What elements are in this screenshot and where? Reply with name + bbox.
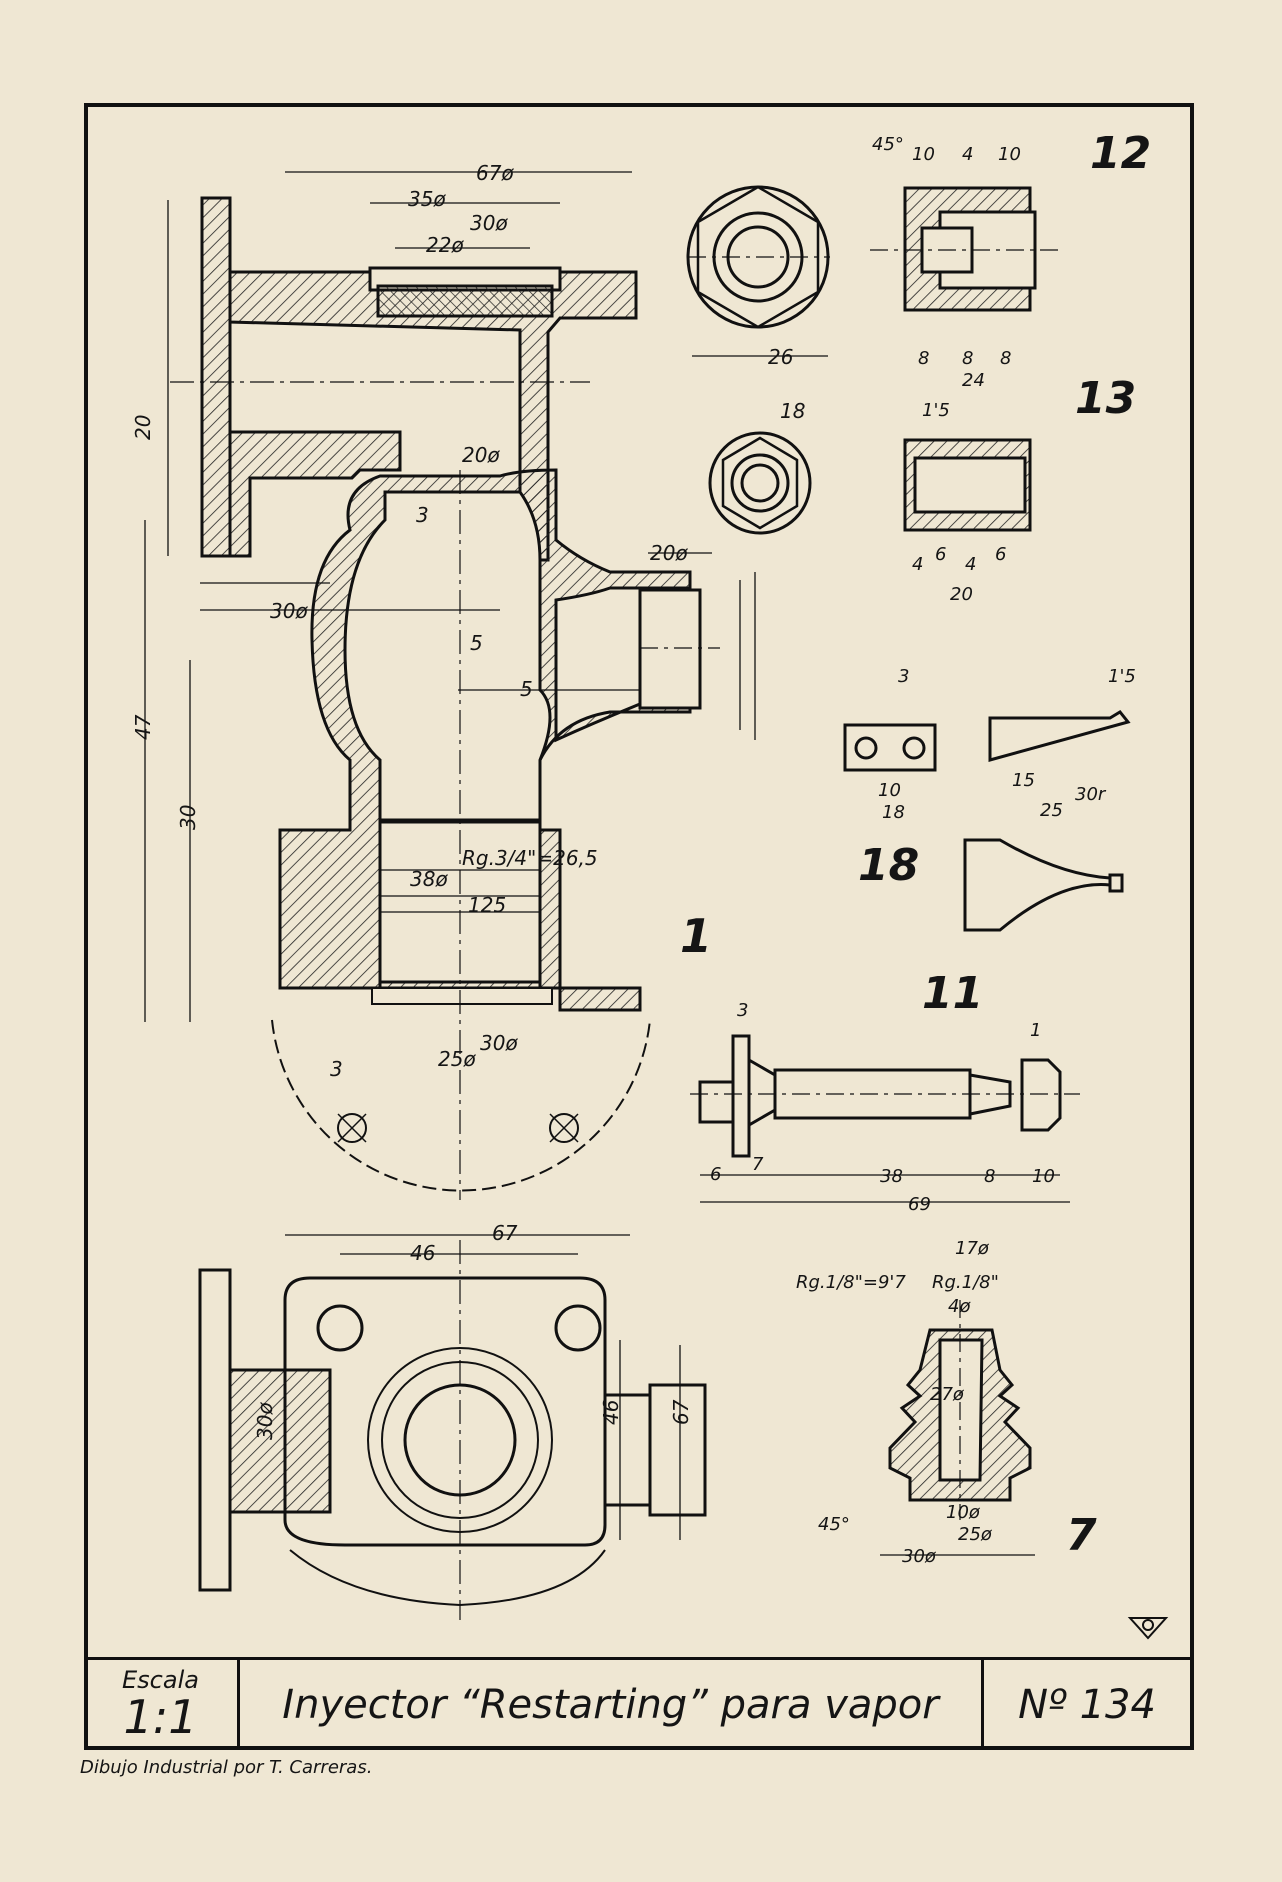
- dim-11-7: 7: [752, 1154, 764, 1175]
- dim-7-17: 17ø: [955, 1238, 990, 1259]
- dim-7-rg: Rg.1/8"=9'7: [796, 1272, 906, 1293]
- scale-cell: Escala 1:1: [84, 1660, 240, 1750]
- part-13-hex-view: [708, 431, 812, 535]
- part-label-7: 7: [1066, 1510, 1097, 1561]
- dim-30-inner: 3: [416, 503, 429, 527]
- title-block: Escala 1:1 Inyector “Restarting” para va…: [84, 1657, 1194, 1750]
- dim-11-8: 8: [984, 1166, 995, 1187]
- part-label-11: 11: [922, 968, 983, 1019]
- dim-20-inner: 20ø: [462, 443, 500, 467]
- part-11-spindle: [690, 1034, 1080, 1158]
- dim-13-4b: 4: [965, 554, 976, 575]
- number-cell: Nº 134: [984, 1660, 1190, 1750]
- dim-12: 20ø: [650, 541, 688, 565]
- dim-35: 35ø: [408, 187, 446, 211]
- dim-12-8a: 8: [918, 348, 929, 369]
- part-18-dims: 3 10 18 1'5 15 25 30r: [878, 666, 1136, 823]
- dim-30-lower: 38ø: [410, 867, 448, 891]
- part-label-12: 12: [1090, 128, 1151, 179]
- dim-47: 5: [520, 677, 533, 701]
- dim-50ext: 5: [470, 631, 483, 655]
- part-label-18: 18: [858, 840, 919, 891]
- dim-top-46: 46: [410, 1241, 435, 1265]
- dim-11-1: 1: [1030, 1020, 1041, 1041]
- dim-18-15a: 1'5: [1108, 666, 1136, 687]
- dim-13-15: 1'5: [922, 400, 950, 421]
- part-12-section: [870, 186, 1060, 312]
- dim-13-6b: 6: [995, 544, 1006, 565]
- scale-value: 1:1: [123, 1690, 198, 1744]
- part-13-dims: 1'5 4 6 4 6 20: [912, 400, 1006, 605]
- scale-label: Escala: [122, 1666, 199, 1694]
- dim-18-18: 18: [882, 802, 905, 823]
- dim-70-lower: 30: [176, 805, 200, 830]
- dim-125: 47: [131, 714, 155, 740]
- part-18-views: [843, 710, 1131, 932]
- dim-12-26: 26: [768, 345, 793, 369]
- drawing-title: Inyector “Restarting” para vapor: [282, 1682, 939, 1728]
- publisher-stamp-icon: [1127, 1617, 1169, 1640]
- body-front-dimension-lines: [144, 171, 756, 1022]
- dim-7-30: 30ø: [902, 1546, 937, 1567]
- dim-13-20: 20: [950, 584, 973, 605]
- dim-18-25: 25: [1040, 800, 1063, 821]
- dim-70: 20: [131, 415, 155, 440]
- part-7-dims: Rg.1/8"=9'7 17ø Rg.1/8" 4ø 27ø 45° 10ø 2…: [796, 1238, 999, 1567]
- dim-30: 30ø: [470, 211, 508, 235]
- dim-top-46-v: 46: [599, 1400, 623, 1425]
- dim-13-6a: 6: [935, 544, 946, 565]
- dim-13-18: 18: [780, 399, 805, 423]
- dim-13-4a: 4: [912, 554, 923, 575]
- part-7-seat: [880, 1300, 1035, 1556]
- dim-7-10: 10ø: [946, 1502, 981, 1523]
- dim-top-30: 30ø: [253, 1402, 277, 1440]
- dim-7-rg2: Rg.1/8": [932, 1272, 999, 1293]
- part-12-dims: 10 4 10 45° 8 8 8 24: [872, 134, 1021, 391]
- body-top-view: [198, 1240, 707, 1620]
- dim-25: Rg.3/4"=26,5: [462, 846, 598, 870]
- body-top-dimension-text: 67 46 30ø 46 67: [253, 1221, 693, 1440]
- body-front-section: [170, 196, 720, 1200]
- dim-18-30r: 30r: [1075, 784, 1107, 805]
- dim-12-24: 24: [962, 370, 985, 391]
- dim-18-10: 10: [878, 780, 901, 801]
- dim-top-67-v: 67: [669, 1399, 693, 1425]
- dim-11-69: 69: [908, 1194, 931, 1215]
- dim-11-3: 3: [737, 1000, 748, 1021]
- dim-12-8c: 8: [1000, 348, 1011, 369]
- dim-50: 30ø: [270, 599, 308, 623]
- dim-7-27: 27ø: [930, 1384, 965, 1405]
- sheet-number: Nº 134: [1018, 1682, 1156, 1728]
- part-12-hex-view: [686, 185, 830, 357]
- dim-58: 25ø: [438, 1047, 476, 1071]
- part-label-1: 1: [680, 909, 712, 963]
- dim-12-10b: 10: [998, 144, 1021, 165]
- dim-11-10: 10: [1032, 1166, 1055, 1187]
- body-front-dimension-text: 67ø 35ø 30ø 22ø 20 20ø 3 20ø 30ø 5 5 47 …: [131, 161, 688, 1081]
- dim-11-38: 38: [880, 1166, 903, 1187]
- part-13-section: [903, 438, 1032, 532]
- dim-35-lower: 30ø: [480, 1031, 518, 1055]
- part-11-dimension-lines: [700, 1174, 1070, 1203]
- body-top-dimension-lines: [285, 1234, 681, 1540]
- dim-top-67: 67: [492, 1221, 518, 1245]
- dim-12-10a: 10: [912, 144, 935, 165]
- dim-40: 125: [468, 893, 506, 917]
- dim-18-3: 3: [898, 666, 909, 687]
- dim-12-8b: 8: [962, 348, 973, 369]
- dim-67: 67ø: [476, 161, 514, 185]
- dim-7-4: 4ø: [948, 1296, 971, 1317]
- dim-12-45: 45°: [872, 134, 904, 155]
- dim-7-45: 45°: [818, 1514, 850, 1535]
- title-cell: Inyector “Restarting” para vapor: [240, 1660, 984, 1750]
- drawing-frame: [84, 103, 1194, 1750]
- credit-line: Dibujo Industrial por T. Carreras.: [80, 1757, 373, 1778]
- dim-72: 3: [330, 1057, 343, 1081]
- dim-12-4: 4: [962, 144, 973, 165]
- dim-7-25: 25ø: [958, 1524, 993, 1545]
- dim-22: 22ø: [426, 233, 464, 257]
- dim-18-15: 15: [1012, 770, 1035, 791]
- part-label-13: 13: [1075, 373, 1136, 424]
